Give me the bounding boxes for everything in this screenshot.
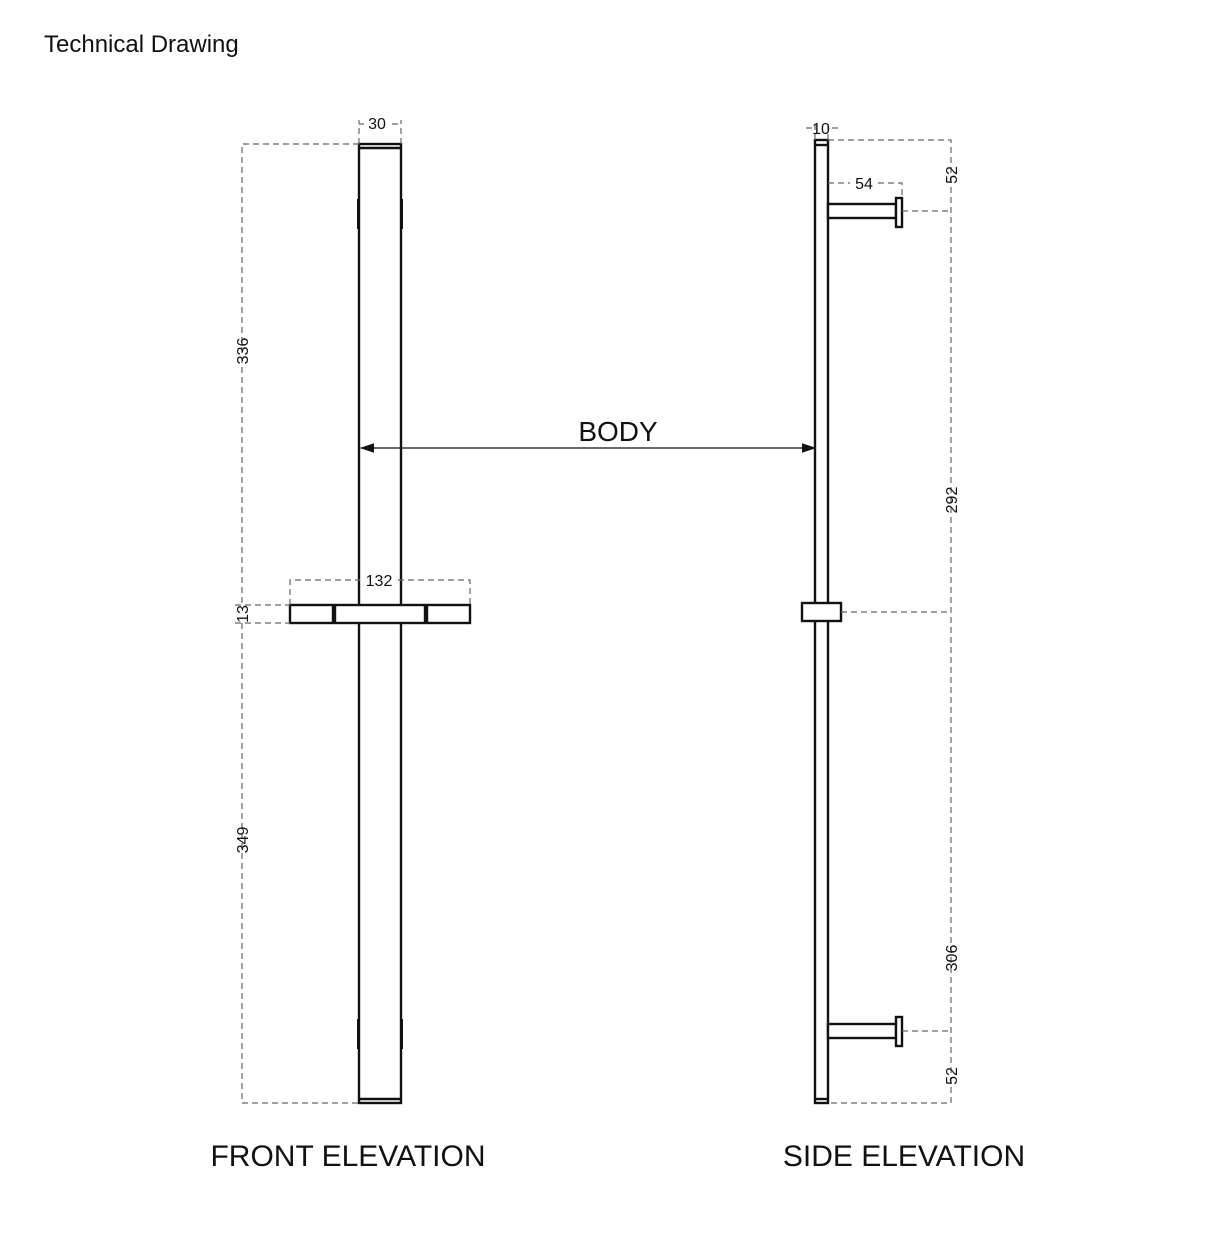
body-label: BODY (578, 416, 658, 447)
dim-lower: 349 (235, 827, 252, 854)
dim-bracket-height: 13 (235, 605, 252, 623)
dim-top: 52 (944, 166, 961, 184)
dim-lower-side: 306 (944, 945, 961, 972)
dim-bottom: 52 (944, 1067, 961, 1085)
slider-bracket (288, 603, 472, 625)
front-elevation-label: FRONT ELEVATION (210, 1140, 485, 1173)
bottom-clip (357, 1019, 360, 1049)
side-elevation: 10 54 52 292 306 52 SIDE ELEVATION (783, 121, 1025, 1173)
dim-upper-side: 292 (944, 487, 961, 514)
dim-bracket-width: 132 (366, 573, 393, 590)
top-wall-arm (826, 196, 904, 229)
side-elevation-label: SIDE ELEVATION (783, 1140, 1025, 1173)
front-elevation: 30 336 13 349 132 FRONT ELEVATION (210, 116, 485, 1173)
dim-arm: 54 (855, 176, 873, 193)
top-clip (357, 199, 360, 229)
slider-side (800, 601, 843, 623)
dim-width: 30 (368, 116, 386, 133)
dim-upper: 336 (235, 338, 252, 365)
bottom-wall-arm (826, 1015, 904, 1048)
dim-depth: 10 (812, 121, 830, 138)
page-title: Technical Drawing (44, 31, 239, 58)
